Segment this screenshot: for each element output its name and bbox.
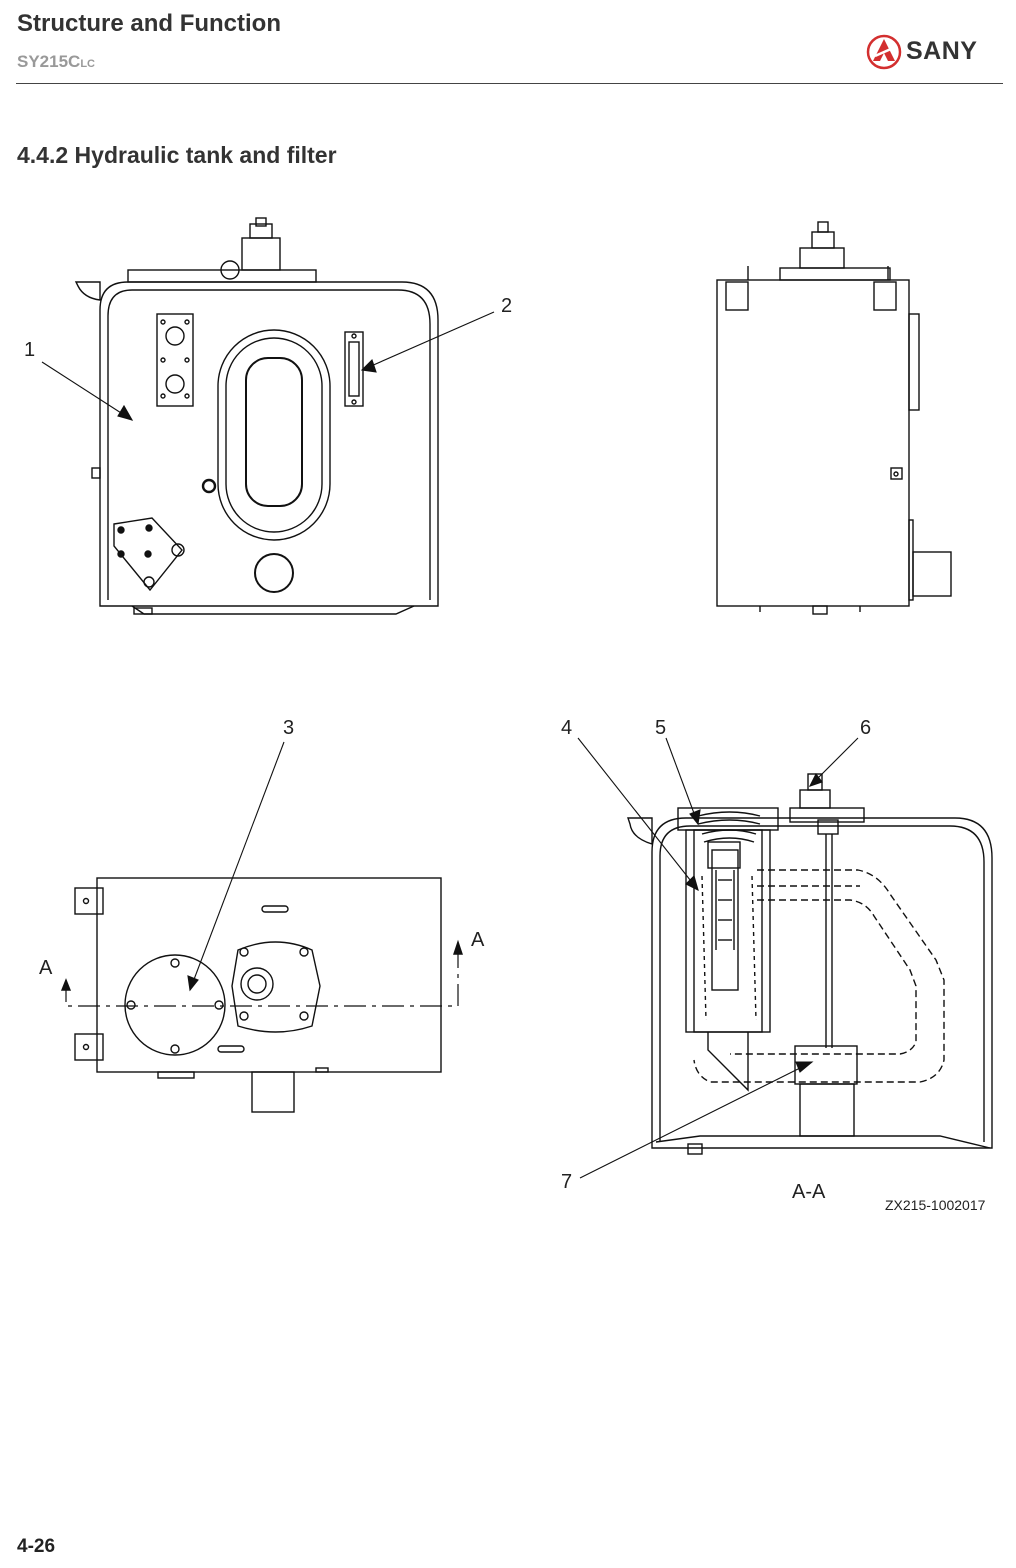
section-view (627, 773, 993, 1155)
sany-emblem-icon (866, 34, 902, 70)
top-view (60, 877, 463, 1113)
section-mark-right: A (471, 929, 485, 951)
callout-7: 7 (561, 1171, 572, 1193)
leader-lines (41, 311, 859, 1179)
callout-3: 3 (283, 717, 294, 739)
callout-2: 2 (501, 295, 512, 317)
side-view (716, 221, 952, 615)
model-suffix: LC (80, 58, 95, 70)
header-divider (16, 83, 1003, 84)
section-view-label: A-A (792, 1181, 826, 1203)
section-heading: 4.4.2 Hydraulic tank and filter (17, 142, 337, 168)
hydraulic-tank-drawing: 1 2 3 4 5 6 7 A A A-A ZX215-1002017 (0, 190, 1016, 1230)
brand-logo: SANY (866, 34, 1002, 70)
model-main: SY215C (17, 52, 81, 71)
drawing-code: ZX215-1002017 (885, 1197, 986, 1213)
page-number: 4-26 (17, 1536, 56, 1557)
document-title: Structure and Function (17, 10, 281, 37)
brand-name: SANY (906, 37, 978, 65)
callout-5: 5 (655, 717, 666, 739)
callout-1: 1 (24, 339, 35, 361)
callout-4: 4 (561, 717, 572, 739)
model-label: SY215CLC (17, 52, 95, 72)
callout-6: 6 (860, 717, 871, 739)
section-mark-left: A (39, 957, 53, 979)
